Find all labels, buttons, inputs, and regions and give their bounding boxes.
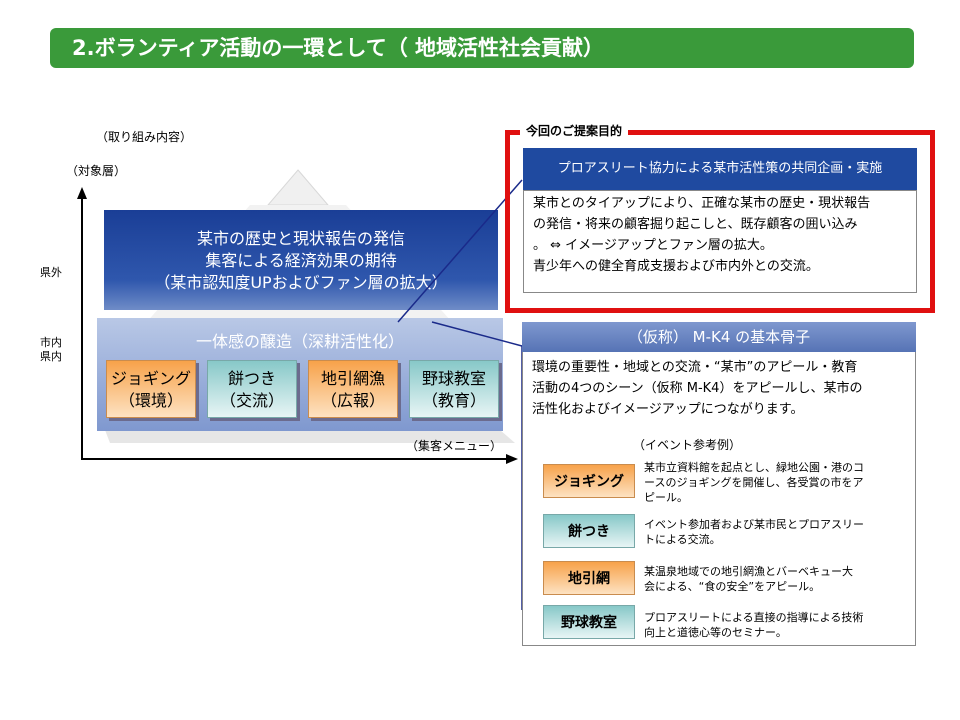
goal-box: 某市の歴史と現状報告の発信 集客による経済効果の期待 （某市認知度UPおよびファ… <box>104 210 498 310</box>
menu-baseball-label: 野球教室 <box>421 369 486 388</box>
proposal-bar: プロアスリート協力による某市活性策の共同企画・実施 <box>523 148 917 190</box>
proposal-line2: の発信・将来の顧客掘り起こしと、既存顧客の囲い込み <box>533 217 858 232</box>
proposal-heading: 今回のご提案目的 <box>520 122 629 139</box>
framework-line2: 活動の4つのシーン（仮称 M-K4）をアピールし、某市の <box>532 381 863 396</box>
menu-jibiki-label: 地引網漁 <box>320 369 385 388</box>
event-mochitsuki-desc2: トによる交流。 <box>644 533 721 546</box>
event-baseball-desc: プロアスリートによる直接の指導による技術 向上と道徳心等のセミナー。 <box>644 610 910 640</box>
menu-caption: （集客メニュー） <box>406 439 503 453</box>
event-mochitsuki-desc1: イベント参加者および某市民とプロアスリー <box>644 518 864 531</box>
event-jogging-label: ジョギング <box>543 464 635 498</box>
event-jogging-desc3: ピール。 <box>644 491 688 504</box>
events-heading: （イベント参考例） <box>633 438 742 452</box>
framework-line1: 環境の重要性・地域との交流・“某市”のアピール・教育 <box>532 360 858 375</box>
event-jibiki-desc: 某温泉地域での地引網漁とバーベキュー大 会による、“食の安全”をアピール。 <box>644 564 910 594</box>
menu-jogging: ジョギング （環境） <box>106 360 196 418</box>
event-baseball-label: 野球教室 <box>543 605 635 639</box>
menu-baseball: 野球教室 （教育） <box>409 360 499 418</box>
event-baseball-desc2: 向上と道徳心等のセミナー。 <box>644 626 787 639</box>
framework-body: 環境の重要性・地域との交流・“某市”のアピール・教育 活動の4つのシーン（仮称 … <box>532 357 912 420</box>
goal-line1: 某市の歴史と現状報告の発信 <box>196 229 405 248</box>
goal-line2: 集客による経済効果の期待 <box>205 251 397 270</box>
menu-mochitsuki-sub: （交流） <box>219 391 284 410</box>
axis-inside-line2: 県内 <box>40 350 62 363</box>
event-jogging-desc2: ースのジョギングを開催し、各受賞の市をア <box>644 476 864 489</box>
event-jogging-desc: 某市立資料館を起点とし、緑地公園・港のコ ースのジョギングを開催し、各受賞の市を… <box>644 460 910 505</box>
target-label: （対象層） <box>66 164 127 178</box>
framework-line3: 活性化およびイメージアップにつながります。 <box>532 402 804 417</box>
axis-outside-label: 県外 <box>40 266 62 279</box>
event-jibiki-desc1: 某温泉地域での地引網漁とバーベキュー大 <box>644 565 853 578</box>
proposal-line4: 青少年への健全育成支援および市内外との交流。 <box>533 259 819 274</box>
event-baseball-desc1: プロアスリートによる直接の指導による技術 <box>644 611 864 624</box>
menu-mochitsuki: 餅つき （交流） <box>207 360 297 418</box>
proposal-line1: 某市とのタイアップにより、正確な某市の歴史・現状報告 <box>533 196 871 211</box>
menu-jogging-sub: （環境） <box>118 391 183 410</box>
menu-jogging-label: ジョギング <box>110 369 191 388</box>
goal-line3: （某市認知度UPおよびファン層の拡大） <box>154 273 448 292</box>
menu-jibiki-sub: （広報） <box>320 391 385 410</box>
event-jibiki-desc2: 会による、“食の安全”をアピール。 <box>644 580 821 593</box>
proposal-frame <box>505 130 935 313</box>
axis-inside-label: 市内 県内 <box>40 336 62 364</box>
event-mochitsuki-desc: イベント参加者および某市民とプロアスリー トによる交流。 <box>644 517 910 547</box>
framework-bar: （仮称） M-K4 の基本骨子 <box>522 322 916 352</box>
unity-title: 一体感の醸造（深耕活性化） <box>195 332 404 351</box>
menu-jibiki: 地引網漁 （広報） <box>308 360 398 418</box>
event-jibiki-label: 地引網 <box>543 561 635 595</box>
menu-baseball-sub: （教育） <box>421 391 486 410</box>
proposal-line3: 。 ⇔ イメージアップとファン層の拡大。 <box>533 238 773 253</box>
content-label: （取り組み内容） <box>96 130 193 144</box>
menu-mochitsuki-label: 餅つき <box>227 369 276 388</box>
page-title: 2.ボランティア活動の一環として（ 地域活性社会貢献） <box>50 28 914 68</box>
event-jogging-desc1: 某市立資料館を起点とし、緑地公園・港のコ <box>644 461 864 474</box>
event-mochitsuki-label: 餅つき <box>543 514 635 548</box>
axis-inside-line1: 市内 <box>40 336 62 349</box>
proposal-body: 某市とのタイアップにより、正確な某市の歴史・現状報告 の発信・将来の顧客掘り起こ… <box>523 190 917 293</box>
